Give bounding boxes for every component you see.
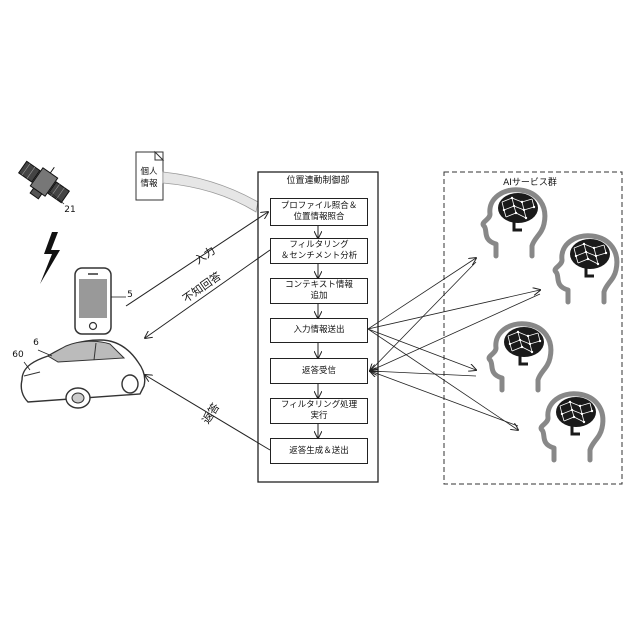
satellite-icon <box>13 152 76 210</box>
ai-head-icon-3 <box>489 324 551 390</box>
personal-info-label: 個人 情報 <box>137 166 161 190</box>
step-reply-receive: 返答受信 <box>270 358 368 384</box>
step-filtering-exec: フィルタリング処理 実行 <box>270 398 368 424</box>
smartphone-icon <box>75 268 111 334</box>
ai-head-icon-1 <box>483 190 545 256</box>
ai-group-title: AIサービス群 <box>490 178 570 189</box>
step-profile-match: プロファイル照合＆ 位置情報照合 <box>270 198 368 226</box>
ai-head-icon-2 <box>555 236 617 302</box>
step-reply-generate: 返答生成＆送出 <box>270 438 368 464</box>
signal-bolt-icon <box>40 232 60 284</box>
ai-head-icon-4 <box>541 394 603 460</box>
car-ref-label-b: 60 <box>10 350 26 361</box>
data-feed-band <box>163 172 258 212</box>
phone-ref-label: 5 <box>124 290 136 301</box>
car-icon <box>21 340 145 408</box>
step-input-send: 入力情報送出 <box>270 318 368 343</box>
satellite-ref-label: 21 <box>62 205 78 216</box>
step-filtering-sentiment: フィルタリング ＆センチメント分析 <box>270 238 368 264</box>
step-context-add: コンテキスト情報 追加 <box>270 278 368 304</box>
controller-title: 位置連動制御部 <box>258 176 378 187</box>
car-ref-label-a: 6 <box>30 338 42 349</box>
